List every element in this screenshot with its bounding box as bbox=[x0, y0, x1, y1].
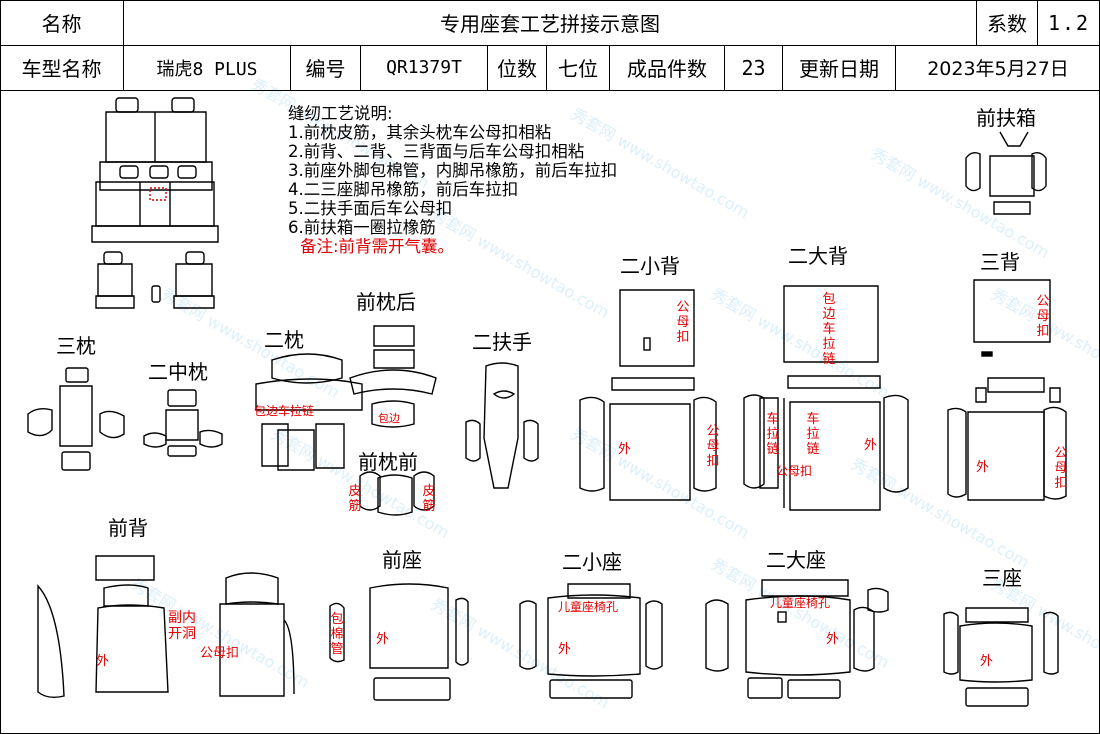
front-headrest-front-pattern bbox=[359, 471, 435, 516]
armrest-2-pattern bbox=[465, 362, 539, 489]
code-value: QR1379T bbox=[361, 45, 488, 90]
annot-child-seat-hole-large: 儿童座椅孔 bbox=[770, 596, 831, 610]
annot-zip-left: 车拉链 bbox=[766, 412, 780, 457]
annot-snap-small-back-side: 公母扣 bbox=[706, 424, 720, 469]
small-back-2-pattern bbox=[579, 289, 717, 501]
label-small-back-2: 二小背 bbox=[620, 254, 680, 278]
seats-value: 七位 bbox=[547, 45, 610, 90]
annot-child-seat-hole-small: 儿童座椅孔 bbox=[558, 600, 619, 614]
notes-item: 3.前座外脚包棉管，内脚吊橡筋，前后车拉扣 bbox=[288, 161, 618, 180]
notes-item: 6.前扶箱一圈拉橡筋 bbox=[288, 218, 436, 237]
annot-elastic-left: 皮筋 bbox=[348, 484, 362, 514]
annot-outer-front-back: 外 bbox=[96, 654, 110, 669]
notes-remark: 备注:前背需开气囊。 bbox=[300, 237, 455, 256]
middle-headrest-2-pattern bbox=[143, 389, 223, 457]
pieces-value: 23 bbox=[725, 45, 783, 90]
seat-overview-illustration bbox=[91, 97, 219, 309]
diagram-title: 专用座套工艺拼接示意图 bbox=[124, 0, 977, 45]
code-label: 编号 bbox=[291, 45, 361, 90]
large-back-2-pattern bbox=[743, 285, 909, 511]
date-value: 2023年5月27日 bbox=[927, 58, 1069, 80]
annot-hr2-edge-zip: 包边车拉链 bbox=[254, 404, 315, 418]
annot-outer-small-seat: 外 bbox=[558, 642, 572, 657]
label-small-seat-2: 二小座 bbox=[562, 550, 622, 574]
small-seat-2-pattern bbox=[519, 583, 663, 699]
label-large-seat-2: 二大座 bbox=[766, 548, 826, 572]
annot-edge-zip-large-back: 包边车拉链 bbox=[822, 292, 836, 367]
label-front-back: 前背 bbox=[108, 516, 148, 540]
back-3-pattern bbox=[947, 279, 1067, 501]
annot-outer-front-seat: 外 bbox=[376, 632, 390, 647]
label-front-headrest-back: 前枕后 bbox=[356, 290, 416, 314]
annot-outer-small-back: 外 bbox=[618, 442, 632, 457]
pieces-label: 成品件数 bbox=[610, 45, 725, 90]
notes-title: 缝纫工艺说明: bbox=[288, 104, 393, 123]
rear-headrest-pattern bbox=[27, 367, 125, 471]
label-back-3: 三背 bbox=[980, 250, 1020, 274]
annot-outer-large-seat: 外 bbox=[826, 632, 840, 647]
annot-elastic-right: 皮筋 bbox=[422, 484, 436, 514]
label-rear-headrest: 三枕 bbox=[56, 334, 96, 358]
sewing-notes: 缝纫工艺说明: 1.前枕皮筋，其余头枕车公母扣相粘 2.前背、二背、三背面与后车… bbox=[288, 104, 617, 256]
annot-outer-back-3: 外 bbox=[976, 460, 990, 475]
label-seat-3: 三座 bbox=[982, 566, 1022, 590]
name-label: 名称 bbox=[0, 0, 124, 45]
annot-snap-small-back: 公母扣 bbox=[676, 300, 690, 345]
notes-item: 5.二扶手面后车公母扣 bbox=[288, 199, 453, 218]
annot-hrb-edge: 包边 bbox=[378, 412, 400, 425]
front-back-pattern bbox=[37, 555, 295, 699]
front-seat-pattern bbox=[329, 583, 469, 701]
date-label: 更新日期 bbox=[783, 45, 896, 90]
model-value: 瑞虎8 PLUS bbox=[124, 45, 291, 90]
annot-side-opening: 副内开洞 bbox=[168, 610, 196, 642]
notes-item: 2.前背、二背、三背面与后车公母扣相粘 bbox=[288, 142, 585, 161]
annot-outer-large-back: 外 bbox=[864, 438, 878, 453]
label-headrest-2: 二枕 bbox=[264, 328, 304, 352]
notes-item: 1.前枕皮筋，其余头枕车公母扣相粘 bbox=[288, 123, 552, 142]
annot-snap-back-3-side: 公母扣 bbox=[1054, 446, 1068, 491]
label-front-seat: 前座 bbox=[382, 548, 422, 572]
label-large-back-2: 二大背 bbox=[788, 244, 848, 268]
annot-outer-seat-3: 外 bbox=[980, 654, 994, 669]
notes-item: 4.二三座脚吊橡筋，前后车拉扣 bbox=[288, 180, 519, 199]
model-label: 车型名称 bbox=[0, 45, 124, 90]
front-headrest-back-pattern bbox=[349, 325, 437, 428]
annot-snap-large-back: 公母扣 bbox=[776, 464, 813, 478]
annot-snap-front-back: 公母扣 bbox=[200, 646, 240, 661]
coef-value: 1.2 bbox=[1047, 10, 1091, 35]
large-seat-2-pattern bbox=[705, 579, 889, 699]
annot-zip-right: 车拉链 bbox=[806, 412, 820, 457]
seat-3-pattern bbox=[943, 607, 1059, 707]
seats-label: 位数 bbox=[488, 45, 547, 90]
coef-label: 系数 bbox=[977, 0, 1038, 45]
label-front-headrest-front: 前枕前 bbox=[358, 450, 418, 474]
label-armrest-2: 二扶手 bbox=[472, 330, 532, 354]
annot-cotton-tube: 包棉管 bbox=[330, 612, 344, 657]
label-middle-headrest-2: 二中枕 bbox=[148, 360, 208, 384]
front-armbox-pattern bbox=[965, 131, 1047, 215]
annot-snap-back-3: 公母扣 bbox=[1036, 294, 1050, 339]
label-front-armbox: 前扶箱 bbox=[976, 106, 1036, 130]
